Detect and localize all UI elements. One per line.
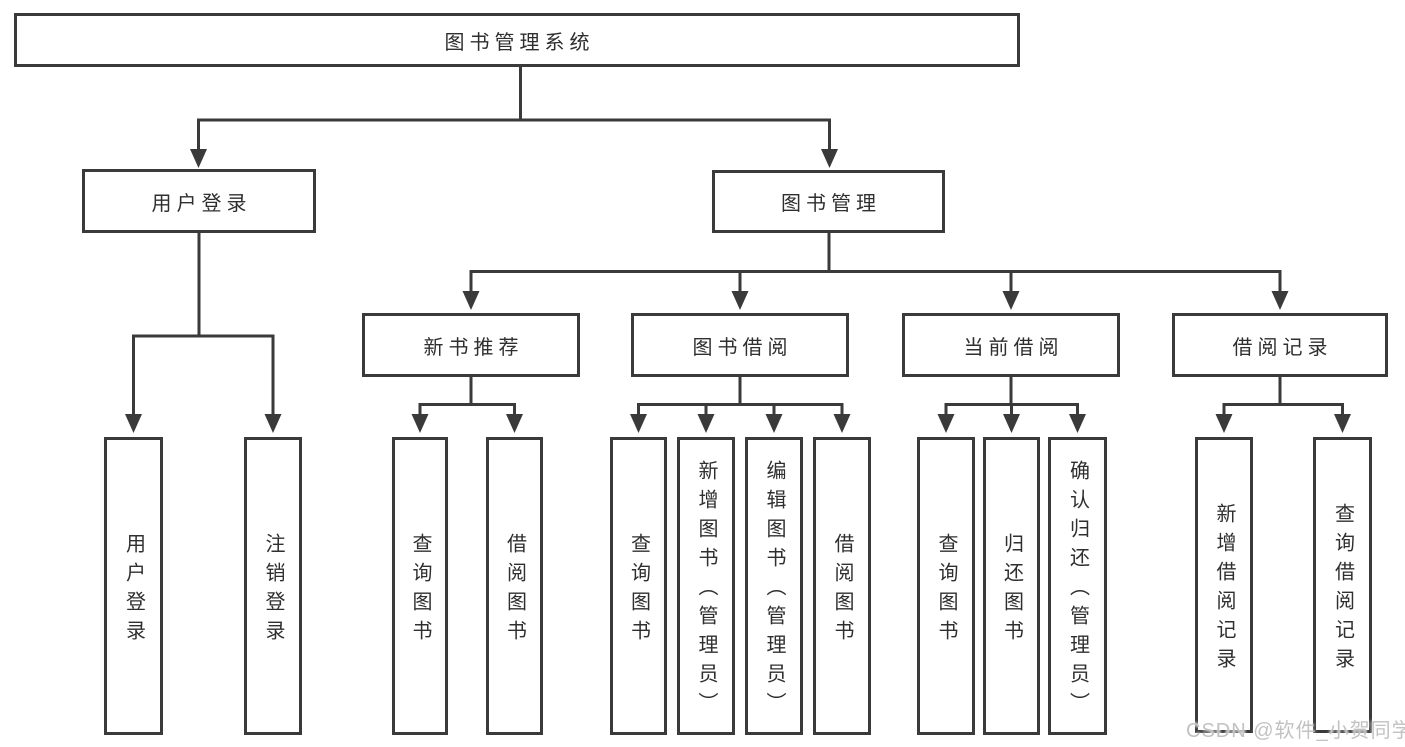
- leaf-logout: 注销登录: [244, 437, 302, 735]
- edge-user-login-children: [132, 233, 275, 416]
- arrowhead: [1002, 291, 1020, 310]
- arrowhead: [630, 414, 647, 433]
- edge-newbook-children: [418, 377, 516, 416]
- node-book-management: 图书管理: [712, 170, 945, 233]
- leaf-current-query-book: 查询图书: [917, 437, 975, 735]
- node-root: 图书管理系统: [14, 13, 1020, 67]
- node-new-book-recommend: 新书推荐: [362, 313, 580, 377]
- arrowhead: [462, 291, 480, 310]
- leaf-records-add-record: 新增借阅记录: [1195, 437, 1253, 733]
- arrowhead: [1271, 291, 1289, 310]
- arrowhead: [1334, 414, 1351, 433]
- arrowhead: [697, 414, 715, 433]
- leaf-newbook-query-book: 查询图书: [392, 437, 448, 735]
- leaf-current-confirm-return-admin: 确认归还（管理员）: [1048, 437, 1107, 735]
- node-user-login: 用户登录: [82, 169, 316, 233]
- leaf-records-query-record: 查询借阅记录: [1313, 437, 1372, 733]
- node-book-borrowing: 图书借阅: [631, 313, 849, 377]
- edge-records-children: [1222, 377, 1344, 416]
- leaf-borrowing-add-book-admin: 新增图书（管理员）: [677, 437, 735, 735]
- arrowhead: [1215, 414, 1233, 433]
- edge-book-management-children: [469, 233, 1282, 293]
- arrowhead: [264, 414, 282, 433]
- node-current-borrowing: 当前借阅: [902, 313, 1120, 377]
- arrowhead: [506, 414, 523, 433]
- arrowhead: [731, 291, 749, 310]
- edge-borrowing-children: [637, 377, 844, 416]
- leaf-borrowing-edit-book-admin: 编辑图书（管理员）: [745, 437, 803, 735]
- arrowhead: [765, 414, 783, 433]
- csdn-watermark: CSDN @软件_小贺同学: [1186, 720, 1405, 742]
- arrowhead: [821, 149, 838, 168]
- arrowhead: [190, 149, 207, 168]
- arrowhead: [1069, 414, 1086, 433]
- leaf-user-login: 用户登录: [104, 437, 163, 735]
- node-borrowing-records: 借阅记录: [1172, 313, 1388, 377]
- leaf-borrowing-borrow-book: 借阅图书: [813, 437, 871, 735]
- edge-current-children: [944, 377, 1079, 416]
- arrowhead: [411, 414, 429, 433]
- leaf-borrowing-query-book: 查询图书: [610, 437, 667, 735]
- arrowhead: [1003, 414, 1020, 433]
- arrowhead: [937, 414, 955, 433]
- arrowhead: [125, 414, 142, 433]
- arrowhead: [833, 414, 851, 433]
- leaf-current-return-book: 归还图书: [983, 437, 1040, 735]
- leaf-newbook-borrow-book: 借阅图书: [486, 437, 543, 735]
- edge-root-to-level2: [197, 66, 831, 152]
